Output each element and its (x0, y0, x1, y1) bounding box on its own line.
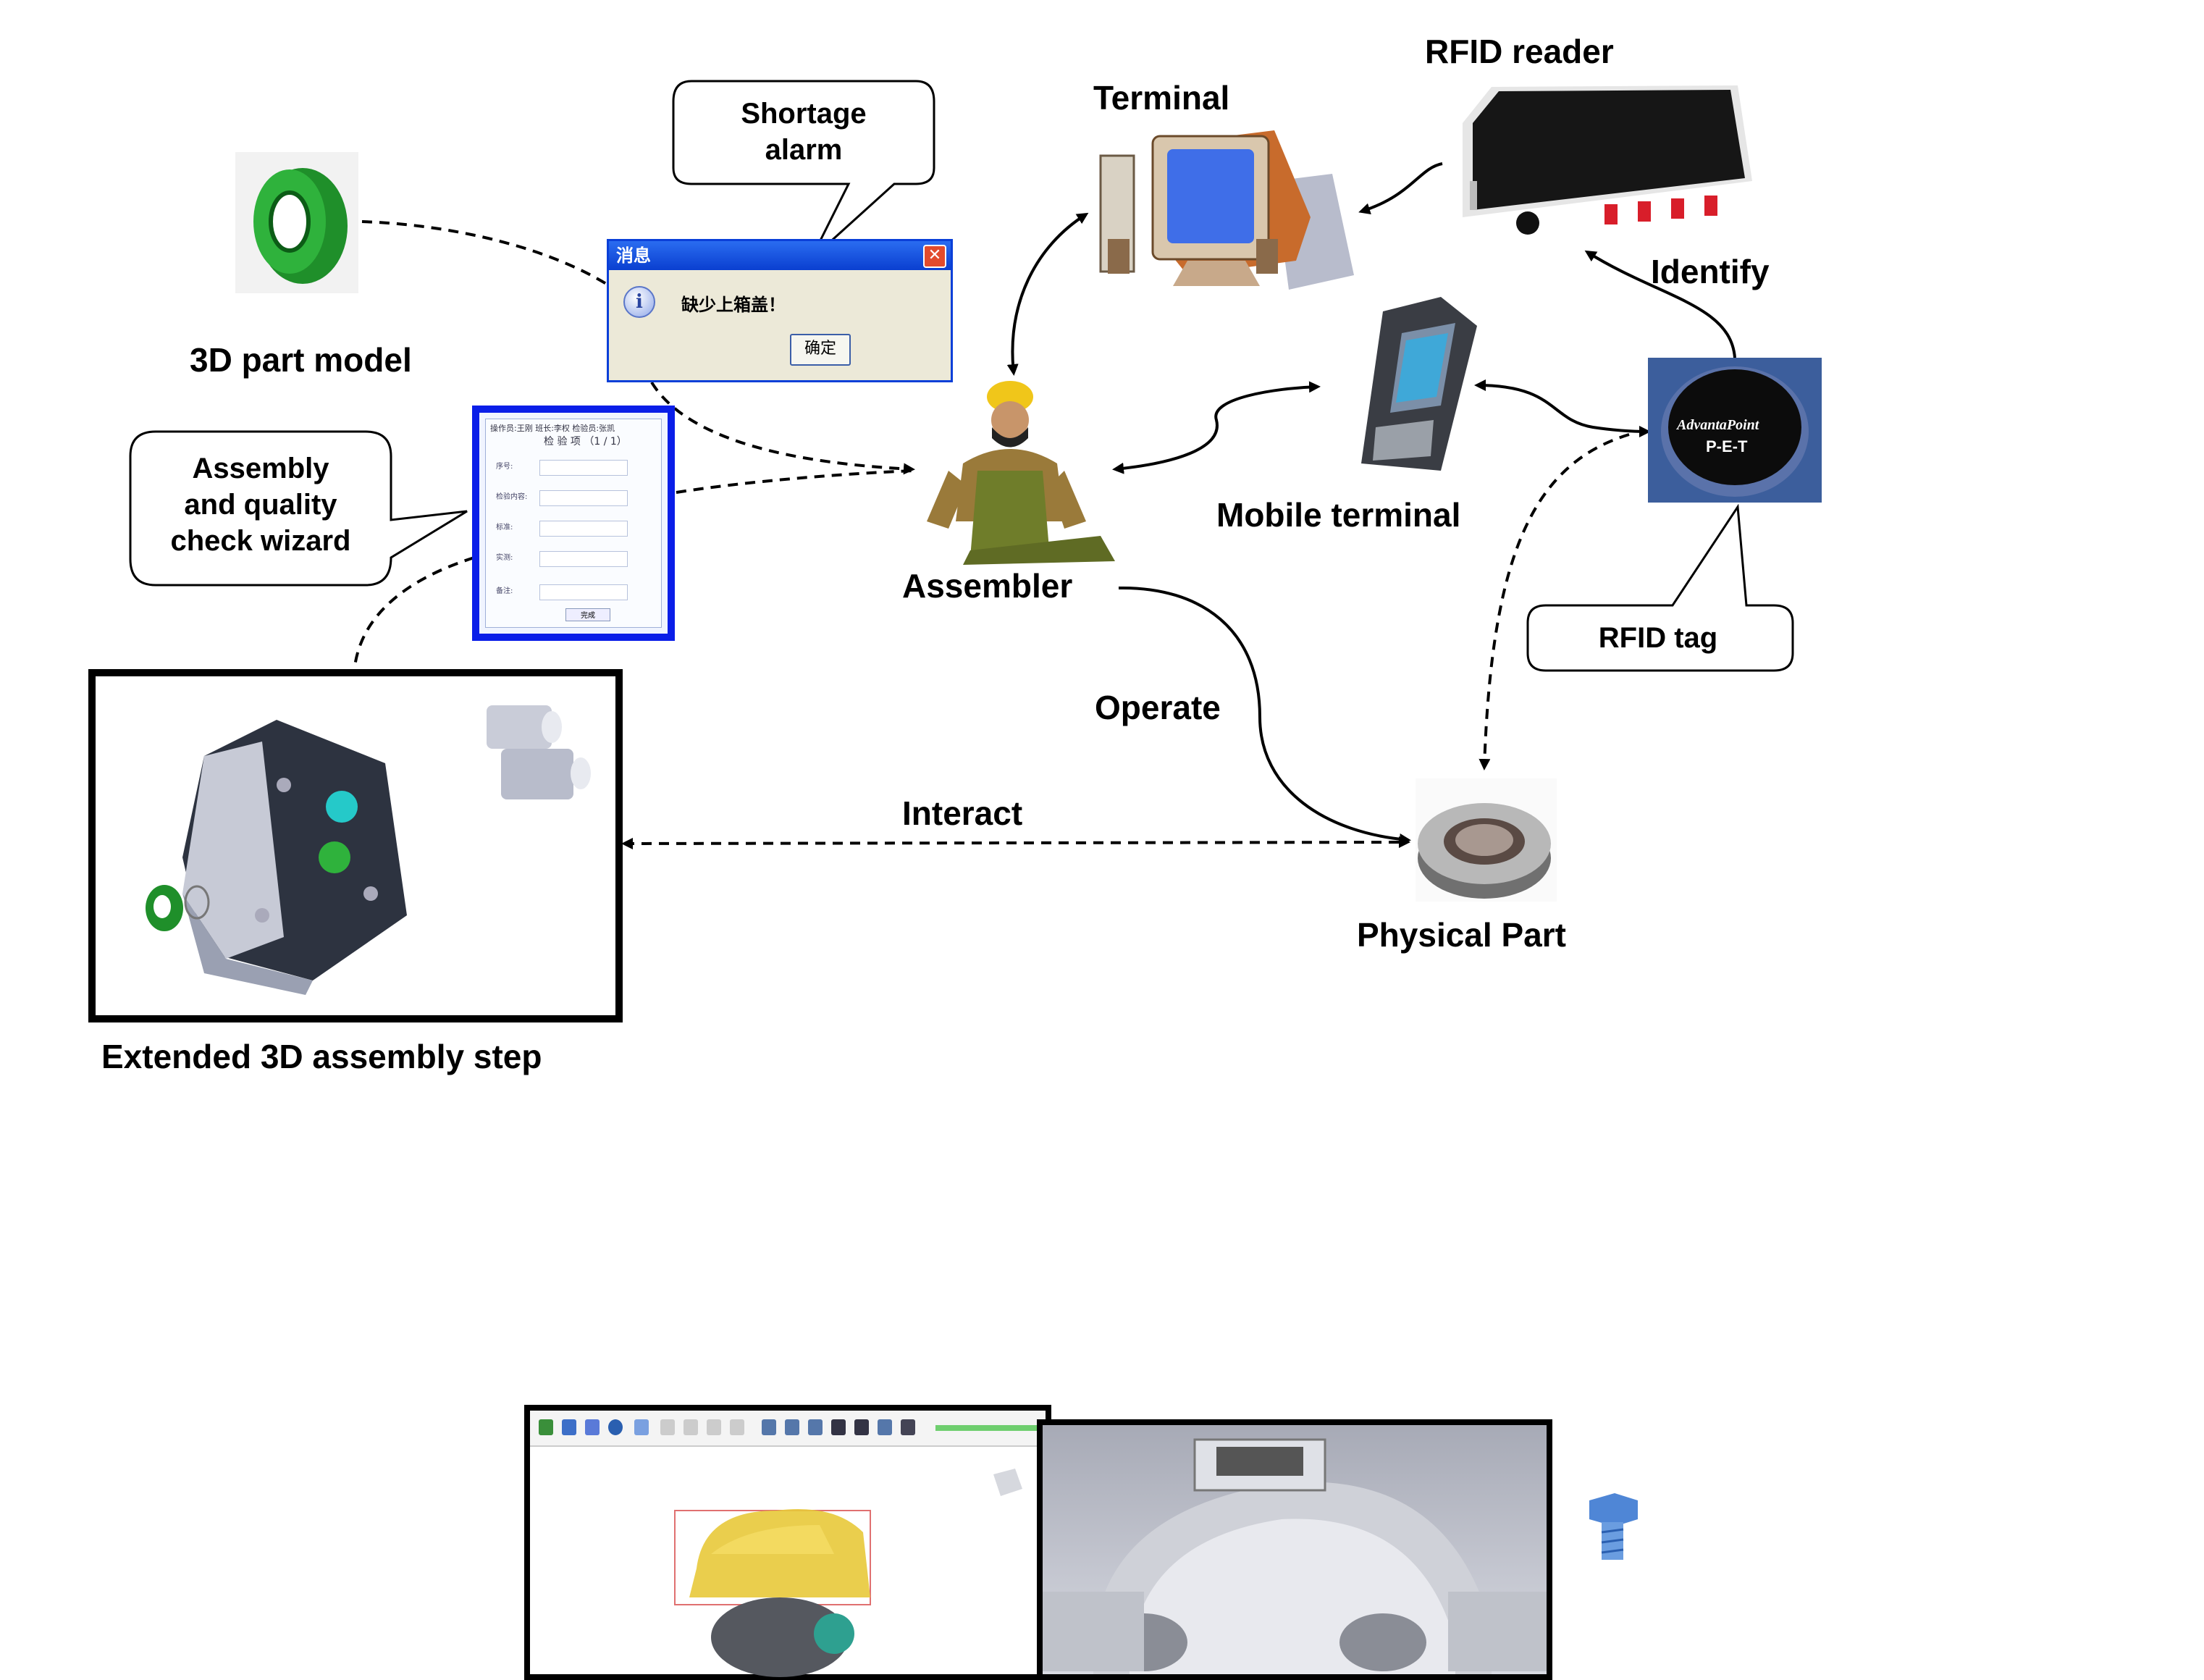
rfid-tag-model: P-E-T (1706, 437, 1748, 455)
quality-check-wizard-window: 操作员:王刚 班长:李权 检验员:张凯 检 验 项 （1 / 1） 序号: 检验… (472, 406, 675, 641)
wizard-field[interactable] (539, 460, 628, 476)
callout-shortage-alarm-text: Shortage alarm (741, 98, 867, 166)
grid-icon[interactable] (562, 1419, 576, 1435)
link-assembler-mobile (1112, 381, 1321, 474)
bearing-icon (1416, 778, 1557, 902)
link-wizard-assembler (676, 469, 913, 494)
callout-rfid-bubble (1526, 503, 1794, 672)
link-dialog-assembler (650, 381, 915, 475)
callout-shortage-bubble (672, 80, 935, 261)
mobile-terminal-icon (1361, 297, 1477, 471)
assembly-3d-scene (146, 705, 591, 995)
ok-button[interactable]: 确定 (790, 334, 851, 366)
wizard-body: 操作员:王刚 班长:李权 检验员:张凯 检 验 项 （1 / 1） 序号: 检验… (485, 419, 662, 628)
link-model-dialog (361, 220, 617, 291)
viewer-toolbar (530, 1411, 1046, 1447)
prev-icon[interactable] (785, 1419, 799, 1435)
dialog-title: 消息 (616, 245, 651, 266)
wizard-field[interactable] (539, 551, 628, 567)
pause-icon[interactable] (831, 1419, 846, 1435)
wizard-row: 实测: (496, 551, 641, 567)
worker-icon (927, 381, 1115, 565)
wizard-row-label: 备注: (496, 587, 513, 595)
label-assembler: Assembler (902, 567, 1073, 605)
stop-icon[interactable] (854, 1419, 869, 1435)
info-icon: i (623, 286, 655, 318)
label-operate: Operate (1095, 689, 1221, 726)
link-mobile-tag (1474, 379, 1651, 437)
explode-icon[interactable] (585, 1419, 600, 1435)
skip-forward-icon[interactable] (878, 1419, 892, 1435)
skip-back-icon[interactable] (762, 1419, 776, 1435)
gearbox-3d-scene (674, 1469, 1022, 1677)
label-terminal: Terminal (1093, 79, 1230, 117)
wizard-row: 检验内容: (496, 490, 641, 506)
label-extended-3d-step: Extended 3D assembly step (101, 1038, 542, 1075)
wizard-header: 操作员:王刚 班长:李权 检验员:张凯 (490, 424, 615, 433)
close-icon[interactable]: ✕ (923, 245, 946, 268)
wizard-row: 备注: (496, 584, 641, 600)
wizard-field[interactable] (539, 521, 628, 537)
wizard-row-label: 检验内容: (496, 493, 528, 501)
link-wizard-step (353, 556, 475, 667)
wizard-title: 检 验 项 （1 / 1） (544, 436, 627, 448)
step-icon[interactable] (660, 1419, 675, 1435)
info-circle-icon[interactable] (608, 1419, 623, 1435)
shortage-message-dialog: 消息 ✕ i 缺少上箱盖！ 确定 (607, 239, 953, 382)
link-reader-terminal (1358, 162, 1443, 215)
label-physical-part: Physical Part (1357, 916, 1566, 954)
callout-rfid-tag-text: RFID tag (1598, 622, 1718, 654)
wizard-field[interactable] (539, 490, 628, 506)
link-tag-reader (1584, 250, 1736, 358)
home-icon[interactable] (634, 1419, 649, 1435)
rfid-reader-icon (1463, 85, 1752, 235)
extended-3d-assembly-step-view (88, 669, 623, 1022)
rfid-tag-icon (1648, 358, 1822, 503)
wizard-field[interactable] (539, 584, 628, 600)
label-mobile-terminal: Mobile terminal (1216, 496, 1461, 534)
wizard-row: 标准: (496, 521, 641, 537)
link-tag-part (1479, 433, 1630, 770)
dialog-message: 缺少上箱盖！ (681, 294, 786, 315)
step-icon[interactable] (684, 1419, 698, 1435)
gear-ring-icon (235, 152, 358, 293)
link-operate (1118, 586, 1411, 845)
step-icon[interactable] (730, 1419, 744, 1435)
rfid-tag-brand: AdvantaPoint (1677, 417, 1759, 433)
loop-icon[interactable] (901, 1419, 915, 1435)
next-icon[interactable] (808, 1419, 823, 1435)
callout-wizard-bubble (129, 430, 468, 587)
label-interact: Interact (902, 794, 1023, 832)
wizard-row-label: 标准: (496, 524, 513, 532)
3d-viewer-window (524, 1405, 1051, 1680)
label-3d-part-model: 3D part model (190, 341, 412, 379)
crt-terminal-icon (1099, 130, 1354, 290)
dialog-title-bar: 消息 ✕ (609, 241, 951, 270)
link-assembler-terminal (1006, 212, 1089, 376)
label-rfid-reader: RFID reader (1425, 33, 1614, 70)
step-icon[interactable] (707, 1419, 721, 1435)
label-identify: Identify (1651, 253, 1770, 290)
wizard-row-label: 实测: (496, 554, 513, 562)
cad-model-window (1037, 1419, 1552, 1680)
bolt-icon (1589, 1493, 1638, 1560)
model-tree-icon[interactable] (539, 1419, 553, 1435)
housing-3d-scene (1043, 1438, 1547, 1674)
wizard-finish-button[interactable]: 完成 (565, 608, 610, 621)
progress-bar[interactable] (935, 1425, 1044, 1431)
wizard-row-label: 序号: (496, 463, 513, 471)
callout-wizard-text: Assembly and quality check wizard (170, 453, 351, 557)
link-interact (621, 836, 1410, 849)
wizard-row: 序号: (496, 460, 641, 476)
